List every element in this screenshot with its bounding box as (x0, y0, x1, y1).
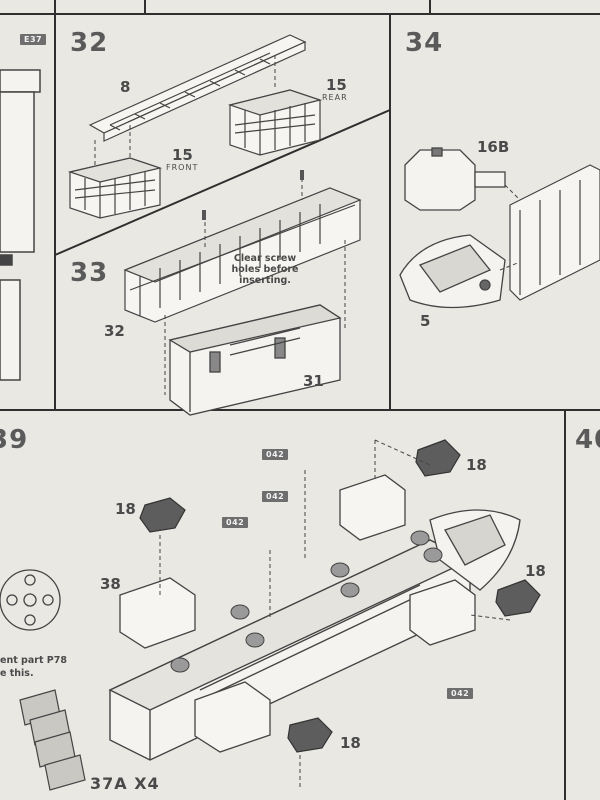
part-label-8: 8 (120, 78, 131, 96)
step39-guides (159, 439, 511, 790)
screw-note-line-3: inserting. (239, 275, 291, 286)
part-15-rear (227, 89, 323, 156)
part-15-front (67, 157, 163, 219)
part-label-38: 38 (100, 575, 121, 593)
step34-guides (499, 184, 521, 271)
part-label-37a: 37A X4 (90, 774, 160, 793)
part-label-18-d: 18 (340, 734, 361, 752)
part-5-nose (399, 234, 506, 309)
step32-guides (94, 55, 276, 168)
step39-nose (429, 509, 521, 591)
left-note-line-2: e this. (0, 668, 34, 679)
part-label-15-rear: 15 (326, 76, 347, 94)
left-edge-parts (0, 69, 41, 381)
step39-engines (19, 689, 86, 791)
left-note-line-1: ent part P78 (0, 655, 67, 666)
code-badge-4: 042 (447, 688, 474, 699)
part-label-5: 5 (420, 312, 431, 330)
step-33-number: 33 (70, 258, 109, 288)
part-label-32: 32 (104, 322, 125, 340)
part-31 (168, 304, 342, 416)
front-label: FRONT (166, 163, 199, 172)
step33-guides (164, 178, 346, 395)
part-label-15-front: 15 (172, 146, 193, 164)
part-18-pads (139, 439, 541, 753)
code-badge-top: E37 (20, 34, 47, 45)
rear-label: REAR (322, 93, 348, 102)
step-32-number: 32 (70, 28, 109, 58)
screws (202, 170, 304, 220)
left-hub-icon (0, 569, 61, 631)
step-39-number: 39 (0, 425, 29, 455)
step33-assembly (123, 187, 362, 323)
screw-note: Clear screw holes before inserting. (230, 253, 300, 286)
part-label-31: 31 (303, 372, 324, 390)
step-34-number: 34 (405, 28, 444, 58)
screw-note-line-2: holes before (231, 264, 299, 275)
part-16b (404, 147, 506, 211)
step39-cylinders (170, 530, 443, 673)
step-40-number: 40 (575, 425, 600, 455)
part-label-18-a: 18 (115, 500, 136, 518)
part-label-16b: 16B (477, 138, 510, 156)
screw-note-line-1: Clear screw (233, 253, 297, 264)
part-8-ladder (88, 34, 307, 142)
code-badge-1: 042 (262, 449, 289, 460)
step34-frame (509, 164, 600, 301)
code-badge-3: 042 (222, 517, 249, 528)
code-badge-2: 042 (262, 491, 289, 502)
part-label-18-c: 18 (525, 562, 546, 580)
step39-pods (119, 474, 476, 753)
part-label-18-b: 18 (466, 456, 487, 474)
